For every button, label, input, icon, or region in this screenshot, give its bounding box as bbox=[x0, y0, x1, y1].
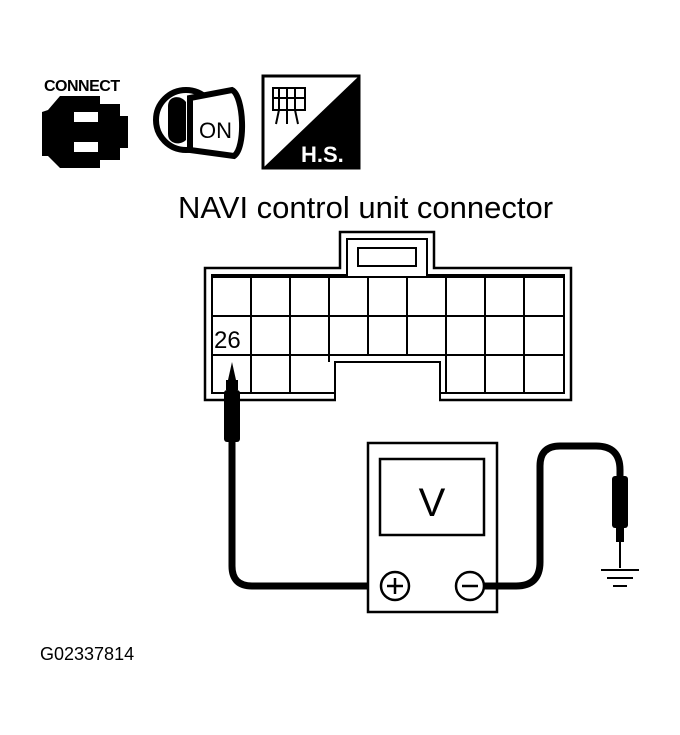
connector-grid bbox=[212, 276, 564, 393]
positive-probe bbox=[224, 362, 372, 590]
negative-probe bbox=[484, 442, 628, 590]
connector: 26 bbox=[203, 230, 573, 402]
terminal-number: 26 bbox=[214, 327, 241, 354]
harness-label: H.S. bbox=[301, 142, 344, 167]
ground-icon bbox=[601, 569, 639, 587]
harness-connector-icon: H.S. bbox=[261, 74, 361, 170]
ignition-label: ON bbox=[199, 118, 232, 143]
meter-label: V bbox=[419, 481, 446, 525]
connect-icon: CONNECT bbox=[42, 78, 128, 168]
voltmeter: V bbox=[366, 441, 499, 614]
connect-label: CONNECT bbox=[44, 78, 120, 95]
connector-title: NAVI control unit connector bbox=[178, 190, 553, 225]
figure-id: G02337814 bbox=[40, 644, 134, 664]
ignition-key-icon: ON bbox=[153, 86, 246, 160]
